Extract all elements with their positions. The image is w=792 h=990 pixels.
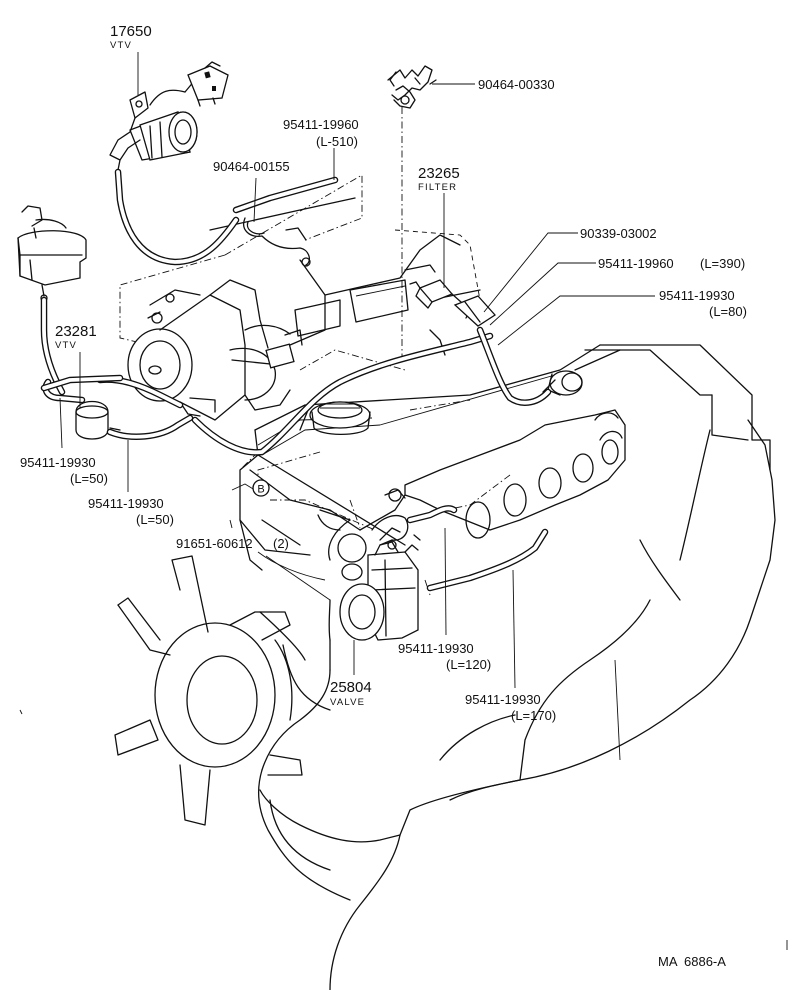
clamp-90464-00330-part — [387, 65, 437, 109]
callout-90464-00330: 90464-00330 — [478, 77, 555, 92]
callout-95411-19930-l80-number: 95411-19930 — [659, 288, 735, 303]
cooling-fan — [19, 555, 306, 826]
part-25804-name: VALVE — [330, 697, 365, 708]
part-23281-number: 23281 — [55, 323, 97, 340]
vacuum-hoses — [40, 168, 552, 592]
valve-25804-part — [339, 527, 421, 641]
part-23265-number: 23265 — [418, 165, 460, 182]
callout-95411-19930-l50-a-number: 95411-19930 — [20, 455, 96, 470]
callout-90464-00155: 90464-00155 — [213, 159, 290, 174]
part-23281-name: VTV — [55, 340, 77, 351]
callout-95411-19930-l170-number: 95411-19930 — [465, 692, 541, 707]
part-23265-name: FILTER — [418, 182, 457, 193]
callout-95411-19930-l120-number: 95411-19930 — [398, 641, 474, 656]
part-25804-number: 25804 — [330, 679, 372, 696]
throttle-body — [127, 197, 481, 421]
callout-91651-60612-qty: (2) — [273, 536, 289, 551]
drawing-code: MA 6886-A — [658, 954, 726, 969]
callout-95411-19930-l80-length: (L=80) — [709, 304, 747, 319]
callout-90339-03002: 90339-03002 — [580, 226, 657, 241]
callout-95411-19960-l390-length: (L=390) — [700, 256, 745, 271]
part-labels: 17650 VTV 90464-00330 95411-19960 (L-510… — [20, 23, 747, 969]
callout-95411-19930-l50-a-length: (L=50) — [70, 471, 108, 486]
callout-95411-19960-l510-number: 95411-19960 — [283, 117, 359, 132]
callout-95411-19930-l120-length: (L=120) — [446, 657, 491, 672]
reference-dashed-lines — [119, 107, 511, 596]
vtv-17650-part — [109, 61, 229, 171]
leader-lines — [59, 52, 655, 689]
callout-91651-60612-number: 91651-60612 — [176, 536, 253, 551]
callout-95411-19930-l170-length: (L=170) — [511, 708, 556, 723]
callout-95411-19960-l390-number: 95411-19960 — [598, 256, 674, 271]
engine-block-outline — [239, 344, 776, 990]
part-17650-name: VTV — [110, 40, 132, 51]
reference-marker-b: B — [252, 479, 270, 497]
callout-95411-19960-l510-length: (L-510) — [316, 134, 358, 149]
filter-23265-part — [409, 279, 496, 327]
part-17650-number: 17650 — [110, 23, 152, 40]
pressure-sensor-part — [542, 370, 583, 396]
vtv-23281-part — [17, 205, 121, 440]
callout-95411-19930-l50-b-length: (L=50) — [136, 512, 174, 527]
callout-95411-19930-l50-b-number: 95411-19930 — [88, 496, 164, 511]
reference-marker-b-text: B — [257, 484, 264, 496]
